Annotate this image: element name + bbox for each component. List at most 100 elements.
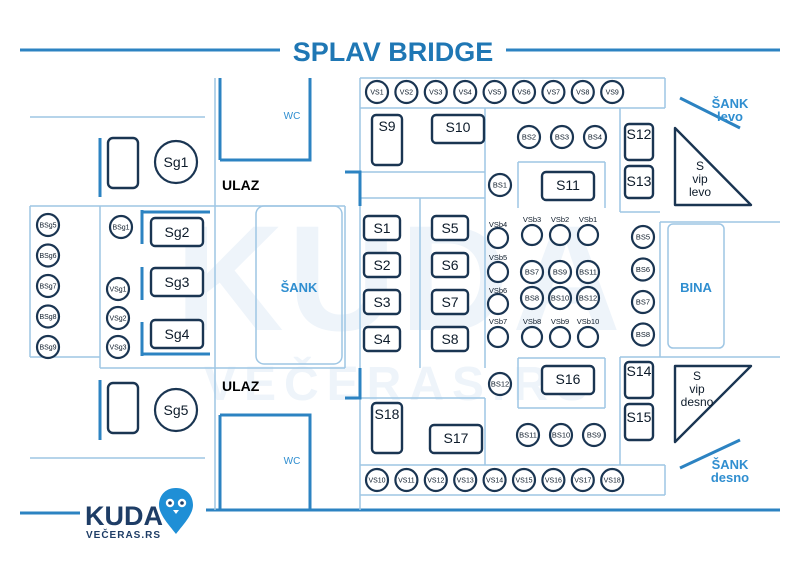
- table-bs3[interactable]: [549, 124, 575, 150]
- table-s8-label: S8: [441, 331, 458, 347]
- table-vs12[interactable]: [423, 467, 448, 493]
- table-vs3[interactable]: [423, 79, 448, 105]
- main-bar-label: ŠANK: [281, 280, 318, 295]
- table-bs5[interactable]: [630, 224, 656, 250]
- table-bs7[interactable]: [519, 259, 545, 285]
- table-s5[interactable]: [430, 214, 470, 242]
- page-title: SPLAV BRIDGE: [293, 37, 494, 67]
- table-vs8[interactable]: [570, 79, 595, 105]
- logo: KUDA VEČERAS.RS: [85, 488, 193, 541]
- table-vsg3[interactable]: [105, 334, 131, 360]
- table-sg3-label: Sg3: [165, 274, 190, 290]
- table-vsg2[interactable]: [105, 305, 131, 331]
- table-s11[interactable]: [540, 170, 596, 202]
- table-vs5[interactable]: [482, 79, 507, 105]
- table-sg5[interactable]: [153, 387, 199, 433]
- table-sg1[interactable]: [153, 139, 199, 185]
- table-s1[interactable]: [362, 214, 402, 242]
- table-s6-label: S6: [441, 257, 458, 273]
- table-bs8[interactable]: [519, 285, 545, 311]
- table-bs8[interactable]: [630, 322, 656, 347]
- table-vs6[interactable]: [511, 79, 537, 105]
- table-s16-label: S16: [556, 371, 581, 387]
- table-vs18[interactable]: [600, 467, 625, 493]
- table-bsg9[interactable]: [35, 334, 61, 360]
- table-vsb4[interactable]: [486, 226, 510, 250]
- bar-right-label-1: ŠANK: [712, 457, 749, 472]
- table-bs4[interactable]: [582, 124, 608, 150]
- table-bs11[interactable]: [515, 422, 541, 448]
- table-s13[interactable]: [623, 164, 655, 200]
- table-s3[interactable]: [362, 288, 402, 316]
- table-s17[interactable]: [428, 423, 484, 455]
- table-vsb10[interactable]: [576, 325, 600, 349]
- table-vs10[interactable]: [364, 467, 390, 493]
- table-s2[interactable]: [362, 251, 402, 279]
- table-bs10[interactable]: [548, 422, 574, 448]
- table-vsb6[interactable]: [486, 292, 510, 316]
- table-vs2[interactable]: [394, 79, 419, 105]
- table-bs12[interactable]: [575, 285, 601, 311]
- table-vs1[interactable]: [364, 79, 390, 105]
- table-vs9[interactable]: [600, 79, 625, 105]
- table-vs4[interactable]: [453, 79, 478, 105]
- table-vsb1[interactable]: [576, 223, 600, 247]
- table-s14[interactable]: [623, 360, 655, 400]
- table-s7[interactable]: [430, 288, 470, 316]
- table-vsb3[interactable]: [520, 223, 544, 247]
- table-bs6[interactable]: [630, 257, 656, 282]
- table-vs10-label: VS10: [368, 478, 385, 485]
- table-vsb9[interactable]: [548, 325, 572, 349]
- table-bs9[interactable]: [581, 422, 607, 448]
- table-s16[interactable]: [540, 364, 596, 396]
- table-vs17-label: VS17: [574, 478, 591, 485]
- table-sg2[interactable]: [149, 216, 205, 248]
- table-s10[interactable]: [430, 113, 486, 145]
- table-s6[interactable]: [430, 251, 470, 279]
- table-s4[interactable]: [362, 325, 402, 353]
- table-vsb7[interactable]: [486, 325, 510, 349]
- table-s12[interactable]: [623, 122, 655, 162]
- table-bs11[interactable]: [575, 259, 601, 285]
- table-bsg8[interactable]: [35, 304, 61, 329]
- table-vs16[interactable]: [541, 467, 566, 493]
- table-s18[interactable]: [370, 401, 404, 455]
- table-bs1[interactable]: [487, 172, 513, 198]
- table-vsb5[interactable]: [486, 260, 510, 284]
- table-s11-label: S11: [556, 177, 580, 193]
- table-bsg1[interactable]: [108, 214, 134, 240]
- table-bs8-label: BS8: [636, 330, 650, 339]
- table-unlabeled-top[interactable]: [106, 136, 140, 190]
- table-s8[interactable]: [430, 325, 470, 353]
- table-vs13[interactable]: [453, 467, 478, 493]
- table-sg4[interactable]: [149, 318, 205, 350]
- table-vs14[interactable]: [482, 467, 507, 493]
- table-bs2[interactable]: [516, 124, 542, 150]
- table-bs10[interactable]: [547, 285, 573, 311]
- table-bs7[interactable]: [630, 289, 656, 315]
- table-bsg7[interactable]: [35, 273, 61, 299]
- table-vs11[interactable]: [394, 467, 419, 493]
- table-vsb8[interactable]: [520, 325, 544, 349]
- table-vs2-label: VS2: [400, 90, 413, 97]
- table-vsg1[interactable]: [105, 276, 131, 302]
- table-bsg5[interactable]: [35, 212, 61, 238]
- table-bs9[interactable]: [547, 259, 573, 285]
- table-vs15[interactable]: [511, 467, 537, 493]
- vip-right-table[interactable]: [673, 364, 753, 444]
- vip-left-table[interactable]: [673, 126, 753, 207]
- table-unlabeled-bottom[interactable]: [106, 381, 140, 435]
- table-vs7[interactable]: [541, 79, 566, 105]
- table-vsb2[interactable]: [548, 223, 572, 247]
- table-bs8-label: BS8: [525, 294, 539, 303]
- table-bsg6[interactable]: [35, 243, 61, 268]
- table-vs11-label: VS11: [398, 478, 415, 485]
- table-sg3[interactable]: [149, 266, 205, 298]
- table-vsb5-label: VSb5: [489, 253, 507, 262]
- bar-left-label-2: levo: [717, 109, 743, 124]
- table-bs2-label: BS2: [522, 133, 536, 142]
- table-bs12[interactable]: [487, 371, 513, 397]
- table-s15[interactable]: [623, 402, 655, 442]
- table-vs17[interactable]: [570, 467, 595, 493]
- table-s9[interactable]: [370, 113, 404, 167]
